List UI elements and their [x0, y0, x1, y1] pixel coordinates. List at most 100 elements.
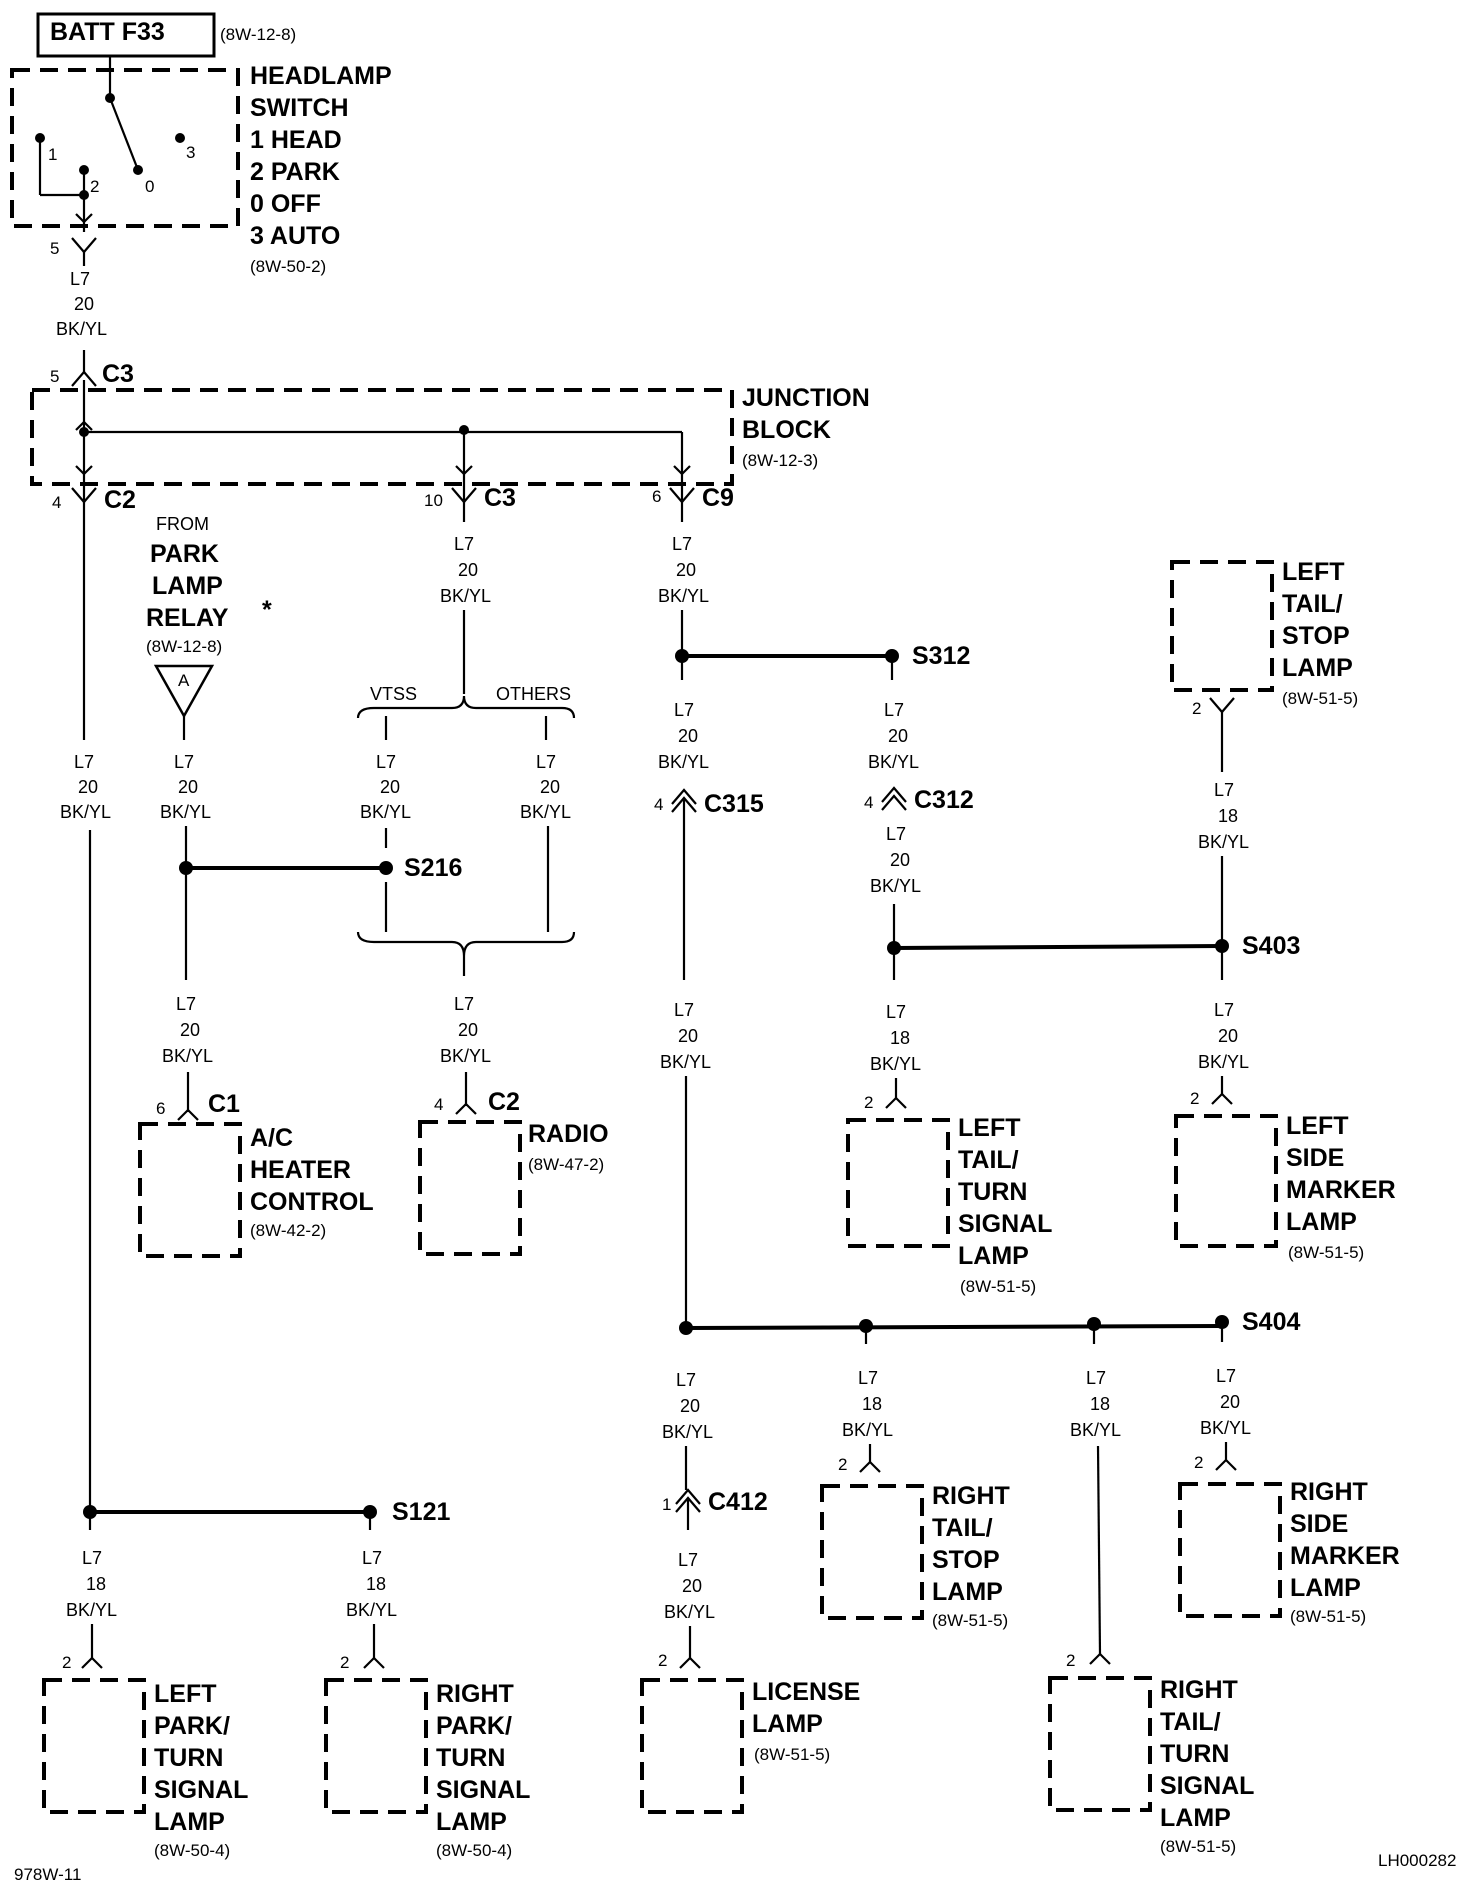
jb-title1: JUNCTION	[742, 384, 870, 412]
right-tail-stop-box	[820, 1484, 924, 1620]
c315-pin: 4	[654, 795, 663, 814]
wire-label: BK/YL	[870, 1054, 921, 1074]
ac-l2: HEATER	[250, 1156, 351, 1184]
jb-c2-pin: 4	[52, 493, 61, 512]
lpt-l2: PARK/	[154, 1712, 230, 1740]
lsm-ref: (8W-51-5)	[1288, 1243, 1364, 1262]
wire-label: L7	[74, 752, 94, 772]
branch-others: OTHERS	[496, 684, 571, 704]
wire-label: 20	[680, 1396, 700, 1416]
wire-label: 20	[78, 777, 98, 797]
rsm-l4: LAMP	[1290, 1574, 1361, 1602]
wire-label: L7	[70, 269, 90, 289]
left-tail-turn-box	[846, 1118, 950, 1248]
wire-label: 20	[678, 726, 698, 746]
wire-label: L7	[1214, 780, 1234, 800]
wire-label: 18	[1090, 1394, 1110, 1414]
rsm-l2: SIDE	[1290, 1510, 1348, 1538]
splice-s312: S312	[912, 642, 970, 670]
c412: C412	[708, 1488, 768, 1516]
jb-c3: C3	[484, 484, 516, 512]
rpt-ref: (8W-50-4)	[436, 1841, 512, 1860]
rts-pin: 2	[838, 1455, 847, 1474]
wire-label: 18	[1218, 806, 1238, 826]
ac-pin: 6	[156, 1099, 165, 1118]
wire-label: L7	[674, 700, 694, 720]
ltt-pin: 2	[864, 1093, 873, 1112]
branch-brace-bottom	[356, 931, 576, 957]
headlamp-switch-title1: HEADLAMP	[250, 62, 392, 90]
c312-pin: 4	[864, 793, 873, 812]
jb-c9-pin: 6	[652, 487, 661, 506]
wire-label: L7	[376, 752, 396, 772]
lpt-l5: LAMP	[154, 1808, 225, 1836]
ac-conn: C1	[208, 1090, 240, 1118]
wire-label: 20	[540, 777, 560, 797]
relay-star: *	[262, 596, 272, 624]
wire-label: BK/YL	[658, 586, 709, 606]
wire-label: 20	[890, 850, 910, 870]
relay-l2: LAMP	[152, 572, 223, 600]
radio-pin: 4	[434, 1095, 443, 1114]
rpt-l5: LAMP	[436, 1808, 507, 1836]
rtt-pin: 2	[1066, 1651, 1075, 1670]
lts-pin: 2	[1192, 699, 1201, 718]
headlamp-switch-pos3: 0 OFF	[250, 190, 321, 218]
rts-l1: RIGHT	[932, 1482, 1010, 1510]
headlamp-switch-title2: SWITCH	[250, 94, 349, 122]
headlamp-switch-ref: (8W-50-2)	[250, 257, 326, 276]
wire-label: L7	[676, 1370, 696, 1390]
rpt-pin: 2	[340, 1653, 349, 1672]
rtt-l3: TURN	[1160, 1740, 1229, 1768]
wire-label: 20	[1218, 1026, 1238, 1046]
license-pin: 2	[658, 1651, 667, 1670]
wire-label: BK/YL	[660, 1052, 711, 1072]
ltt-l3: TURN	[958, 1178, 1027, 1206]
right-park-turn-box	[324, 1678, 428, 1814]
rtt-l2: TAIL/	[1160, 1708, 1221, 1736]
wire-label: BK/YL	[842, 1420, 893, 1440]
jb-in-conn: C3	[102, 360, 134, 388]
jb-in-pin: 5	[50, 367, 59, 386]
lts-l4: LAMP	[1282, 654, 1353, 682]
wire-label: BK/YL	[664, 1602, 715, 1622]
wire-label: 20	[180, 1020, 200, 1040]
headlamp-switch-box	[10, 68, 240, 228]
lts-ref: (8W-51-5)	[1282, 689, 1358, 708]
wire-label: L7	[536, 752, 556, 772]
wire-label: BK/YL	[440, 586, 491, 606]
radio-l1: RADIO	[528, 1120, 609, 1148]
rsm-l3: MARKER	[1290, 1542, 1400, 1570]
lsm-pin: 2	[1190, 1089, 1199, 1108]
left-side-marker-box	[1174, 1114, 1278, 1248]
relay-l3: RELAY	[146, 604, 229, 632]
c312: C312	[914, 786, 974, 814]
rsm-pin: 2	[1194, 1453, 1203, 1472]
fuse-box	[36, 12, 216, 58]
ac-l1: A/C	[250, 1124, 293, 1152]
wire-label: BK/YL	[868, 752, 919, 772]
fuse-ref: (8W-12-8)	[220, 25, 296, 44]
wire-label: BK/YL	[346, 1600, 397, 1620]
ltt-l2: TAIL/	[958, 1146, 1019, 1174]
wire-label: L7	[454, 534, 474, 554]
ltt-ref: (8W-51-5)	[960, 1277, 1036, 1296]
ac-heater-box	[138, 1122, 242, 1258]
lpt-l4: SIGNAL	[154, 1776, 248, 1804]
headlamp-switch-pos2: 2 PARK	[250, 158, 340, 186]
wire-label: BK/YL	[440, 1046, 491, 1066]
splice-s404: S404	[1242, 1308, 1300, 1336]
splice-s216: S216	[404, 854, 462, 882]
wire-label: BK/YL	[360, 802, 411, 822]
rpt-l3: TURN	[436, 1744, 505, 1772]
wire-label: L7	[176, 994, 196, 1014]
rts-ref: (8W-51-5)	[932, 1611, 1008, 1630]
wire-label: L7	[674, 1000, 694, 1020]
wire-label: BK/YL	[162, 1046, 213, 1066]
branch-vtss: VTSS	[370, 684, 417, 704]
wire-label: BK/YL	[662, 1422, 713, 1442]
lpt-l1: LEFT	[154, 1680, 217, 1708]
footer-right: LH000282	[1378, 1851, 1456, 1870]
rtt-l4: SIGNAL	[1160, 1772, 1254, 1800]
branch-brace-top	[356, 695, 576, 719]
